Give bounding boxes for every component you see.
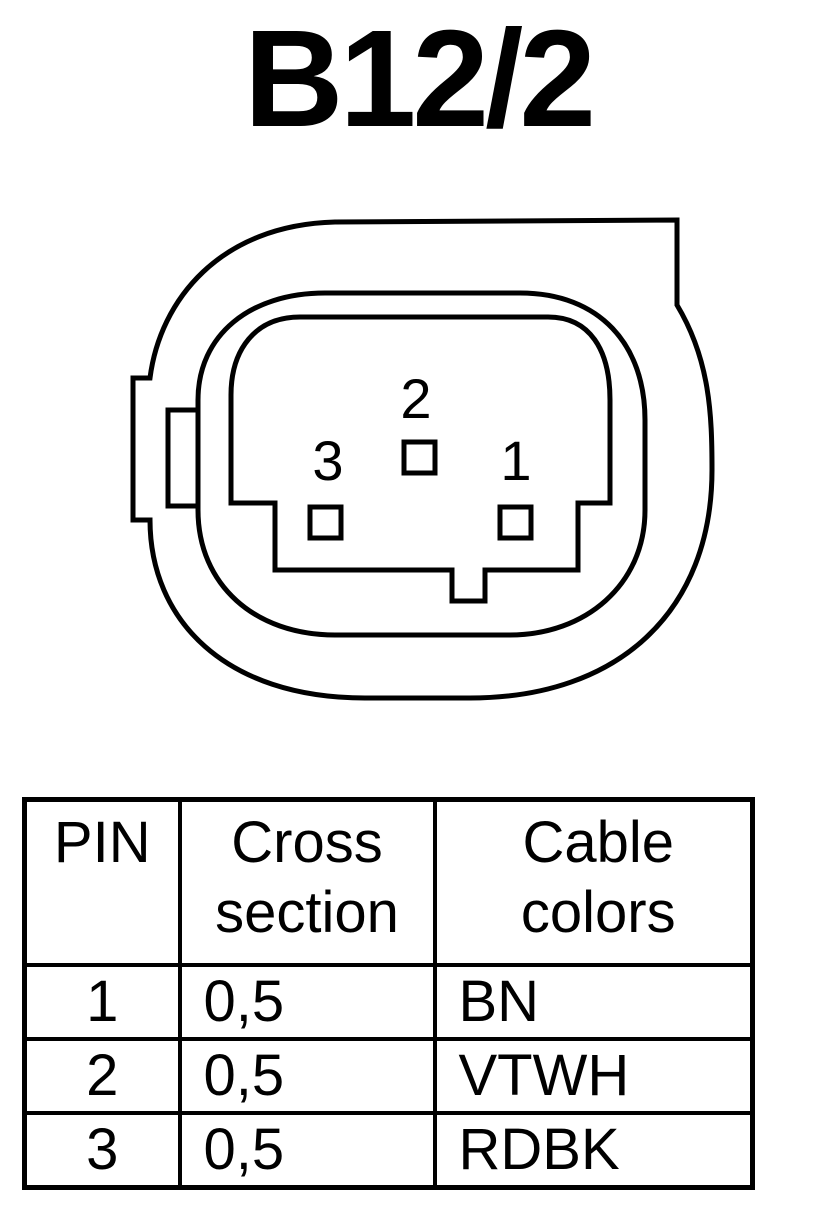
connector-diagram: 1 2 3 bbox=[130, 217, 715, 701]
cell-cable-color: RDBK bbox=[432, 1111, 755, 1190]
table-row: 2 0,5 VTWH bbox=[22, 1037, 755, 1115]
connector-housing-outline bbox=[130, 217, 715, 701]
cell-cable-color: VTWH bbox=[432, 1037, 755, 1115]
cell-pin: 1 bbox=[22, 963, 182, 1041]
cell-cross-section: 0,5 bbox=[177, 1037, 437, 1115]
table-row: 3 0,5 RDBK bbox=[22, 1111, 755, 1190]
pin-3-terminal bbox=[307, 504, 344, 541]
cell-pin: 3 bbox=[22, 1111, 182, 1190]
connector-latch bbox=[165, 407, 201, 509]
pin-assignment-table: PIN Cross section Cable colors 1 0,5 BN … bbox=[22, 797, 755, 1190]
table-header-row: PIN Cross section Cable colors bbox=[22, 797, 755, 967]
pin-3-label: 3 bbox=[312, 429, 343, 492]
header-cable-colors: Cable colors bbox=[432, 797, 755, 967]
cell-pin: 2 bbox=[22, 1037, 182, 1115]
connector-title: B12/2 bbox=[243, 2, 596, 156]
cell-cross-section: 0,5 bbox=[177, 963, 437, 1041]
table-row: 1 0,5 BN bbox=[22, 963, 755, 1041]
cell-cross-section: 0,5 bbox=[177, 1111, 437, 1190]
pin-2-terminal bbox=[401, 439, 438, 476]
cell-cable-color: BN bbox=[432, 963, 755, 1041]
pin-2-label: 2 bbox=[400, 367, 431, 430]
connector-pin-cavity bbox=[228, 314, 613, 604]
header-pin: PIN bbox=[22, 797, 182, 967]
connector-seal-ring bbox=[195, 290, 648, 638]
pin-1-label: 1 bbox=[500, 429, 531, 492]
pin-1-terminal bbox=[497, 504, 534, 541]
header-cross-section: Cross section bbox=[177, 797, 437, 967]
